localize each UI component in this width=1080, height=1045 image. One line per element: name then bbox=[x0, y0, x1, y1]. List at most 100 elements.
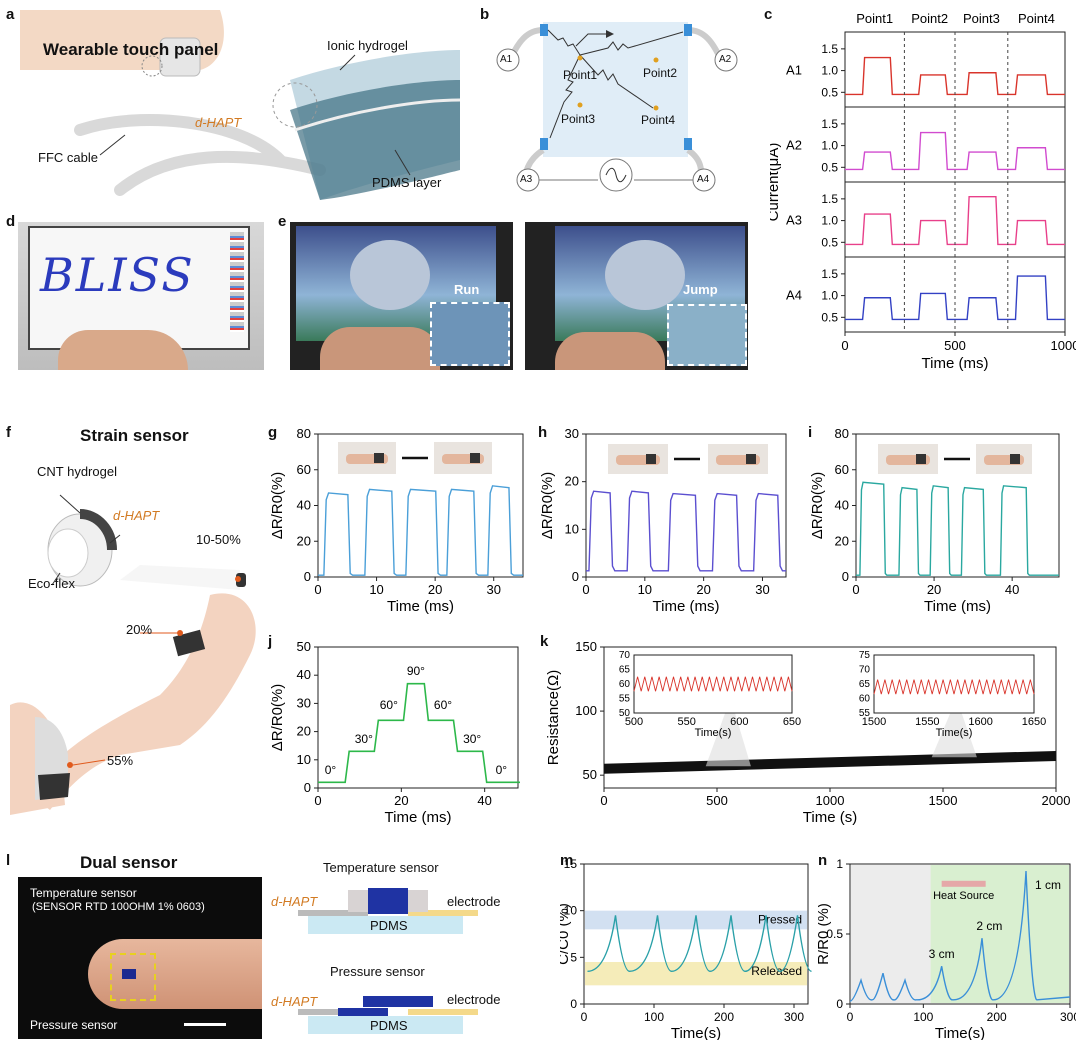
h-inset-a-sensor bbox=[646, 454, 656, 464]
j-xtick-label: 20 bbox=[394, 793, 408, 808]
j-frame bbox=[317, 646, 519, 789]
k-ytick-label: 100 bbox=[575, 703, 597, 718]
pressure-sensor-photo-label: Pressure sensor bbox=[30, 1018, 118, 1032]
k-inset-ytick-label: 60 bbox=[859, 694, 871, 705]
panel-f-title: Strain sensor bbox=[80, 426, 189, 445]
m-band-label: Released bbox=[751, 964, 802, 978]
jump-inset bbox=[667, 304, 747, 366]
k-inset-xtick-label: 1550 bbox=[915, 716, 939, 728]
panel-label-e: e bbox=[278, 213, 287, 230]
c-series-line bbox=[845, 131, 1065, 171]
hands-run bbox=[320, 327, 440, 370]
m-series-line bbox=[587, 915, 812, 973]
sensor-cross-sections bbox=[298, 888, 478, 1034]
m-ytick-label: 0 bbox=[570, 997, 577, 1011]
k-xtick-label: 1500 bbox=[929, 793, 958, 808]
k-inset-ytick-label: 55 bbox=[619, 694, 631, 705]
temp-sensor-photo-label: Temperature sensor bbox=[30, 886, 137, 900]
h-ytick-label: 10 bbox=[565, 521, 579, 536]
b-A2: A2 bbox=[719, 54, 732, 65]
ffc-cable-label: FFC cable bbox=[38, 150, 98, 165]
k-inset-series-line bbox=[873, 679, 1035, 695]
c-xtick-label: 0 bbox=[841, 338, 848, 353]
n-ylabel: R/R0 (%) bbox=[818, 903, 832, 965]
c-ytick-label: 1.0 bbox=[821, 64, 838, 78]
k-inset-ytick-label: 70 bbox=[619, 650, 631, 661]
c-ytick-label: 1.0 bbox=[821, 289, 838, 303]
c-ytick-label: 1.5 bbox=[821, 42, 838, 56]
k-ytick-label: 150 bbox=[575, 639, 597, 654]
g-series-line bbox=[318, 485, 523, 576]
h-xtick-label: 0 bbox=[582, 582, 589, 597]
k-inset-xtick-label: 650 bbox=[783, 716, 801, 728]
n-ytick-label: 1 bbox=[836, 857, 843, 871]
c-ytick-label: 1.5 bbox=[821, 117, 838, 131]
k-inset-ytick-label: 65 bbox=[619, 665, 631, 676]
n-xtick-label: 200 bbox=[987, 1010, 1007, 1024]
b-point3: Point3 bbox=[561, 112, 596, 126]
c-ylabel: Current(μA) bbox=[770, 143, 782, 222]
hands-jump bbox=[555, 332, 665, 370]
c-series-name: A1 bbox=[786, 63, 802, 78]
n-xtick-label: 100 bbox=[913, 1010, 933, 1024]
n-heat-source-icon bbox=[941, 880, 986, 887]
panel-l-photo: Temperature sensor (SENSOR RTD 100OHM 1%… bbox=[18, 877, 262, 1039]
j-series-line bbox=[318, 682, 520, 784]
k-inset-ytick-label: 55 bbox=[859, 708, 871, 719]
g-ytick-label: 40 bbox=[297, 498, 311, 513]
h-series-line bbox=[586, 490, 786, 572]
run-label: Run bbox=[454, 282, 480, 297]
k-inset-ytick-label: 75 bbox=[859, 650, 871, 661]
dhapt-label-l2: d-HAPT bbox=[271, 994, 318, 1009]
i-ylabel: ΔR/R0(%) bbox=[809, 472, 826, 540]
b-A1: A1 bbox=[500, 54, 513, 65]
n-heat-region bbox=[930, 865, 1069, 1003]
g-xtick-label: 10 bbox=[369, 582, 383, 597]
pdms-layer-label: PDMS layer bbox=[372, 175, 442, 190]
dhapt-label-a: d-HAPT bbox=[195, 115, 242, 130]
panel-label-n: n bbox=[818, 852, 828, 869]
strain-20-label: 20% bbox=[126, 622, 153, 637]
k-inset-xtick-label: 1600 bbox=[968, 716, 992, 728]
g-inset-b-sensor bbox=[470, 453, 480, 463]
c-ytick-label: 0.5 bbox=[821, 85, 838, 99]
dhapt-label-f: d-HAPT bbox=[113, 508, 160, 523]
k-zoom-wedge-2 bbox=[931, 698, 977, 758]
n-peak-label: 3 cm bbox=[929, 947, 955, 961]
j-angle-label: 30° bbox=[463, 732, 481, 746]
k-inset-ytick-label: 50 bbox=[619, 708, 631, 719]
electrode-label-2: electrode bbox=[447, 992, 501, 1007]
k-inset-ytick-label: 70 bbox=[859, 665, 871, 676]
j-xtick-label: 0 bbox=[314, 793, 321, 808]
panel-d-photo: BLISS bbox=[18, 222, 264, 370]
h-xtick-label: 20 bbox=[696, 582, 710, 597]
c-series-line bbox=[845, 195, 1065, 246]
i-xtick-label: 0 bbox=[852, 582, 859, 597]
panel-label-b: b bbox=[480, 6, 490, 23]
panel-label-a: a bbox=[6, 6, 15, 23]
m-xtick-label: 100 bbox=[644, 1010, 664, 1024]
g-ytick-label: 0 bbox=[304, 569, 311, 584]
m-ytick-label: 15 bbox=[564, 857, 578, 871]
g-ytick-label: 60 bbox=[297, 462, 311, 477]
j-ytick-label: 50 bbox=[297, 639, 311, 654]
h-xtick-label: 10 bbox=[638, 582, 652, 597]
i-xlabel: Time (ms) bbox=[924, 598, 991, 615]
k-inset-ytick-label: 60 bbox=[619, 679, 631, 690]
pdms-label-1: PDMS bbox=[370, 918, 408, 933]
j-angle-label: 60° bbox=[434, 698, 452, 712]
monitor-screen bbox=[28, 226, 250, 350]
i-xtick-label: 40 bbox=[1005, 582, 1019, 597]
panel-e-photo-jump: Jump bbox=[525, 222, 748, 370]
c-ytick-label: 1.0 bbox=[821, 214, 838, 228]
h-inset-b-sensor bbox=[746, 454, 756, 464]
b-A4: A4 bbox=[697, 174, 710, 185]
h-ytick-label: 20 bbox=[565, 474, 579, 489]
k-xtick-label: 2000 bbox=[1042, 793, 1071, 808]
c-ytick-label: 1.5 bbox=[821, 192, 838, 206]
h-frame bbox=[585, 433, 787, 578]
pressure-sensor-title: Pressure sensor bbox=[330, 964, 425, 979]
j-ylabel: ΔR/R0(%) bbox=[269, 684, 286, 752]
k-ylabel: Resistance(Ω) bbox=[545, 670, 562, 765]
